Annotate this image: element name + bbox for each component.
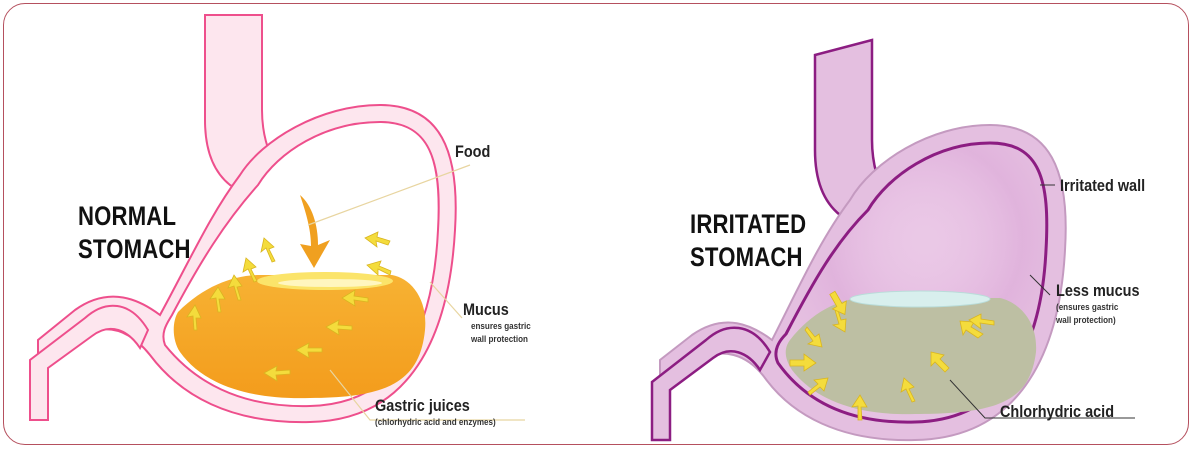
normal-title-line1: NORMAL: [78, 200, 191, 233]
irritated-stomach-title: IRRITATED STOMACH: [690, 208, 806, 274]
gastric-juices-label: Gastric juices: [375, 396, 496, 416]
normal-stomach-title: NORMAL STOMACH: [78, 200, 191, 266]
mucus-note-line1: ensures gastric: [471, 320, 531, 333]
mucus-label-group: Mucus ensures gastric wall protection: [463, 300, 533, 346]
less-mucus-label: Less mucus: [1056, 281, 1140, 301]
normal-juice-surface-highlight: [278, 279, 382, 287]
irritated-wall-label: Irritated wall: [1060, 176, 1145, 196]
mucus-label: Mucus: [463, 300, 523, 320]
less-mucus-note-line1: (ensures gastric: [1056, 301, 1140, 314]
normal-title-line2: STOMACH: [78, 233, 191, 266]
less-mucus-label-group: Less mucus (ensures gastric wall protect…: [1056, 281, 1154, 327]
mucus-note-line2: wall protection: [471, 333, 531, 346]
chlorhydric-acid-label: Chlorhydric acid: [1000, 402, 1114, 422]
less-mucus-note-line2: wall protection): [1056, 314, 1140, 327]
irritated-title-line2: STOMACH: [690, 241, 806, 274]
gastric-juices-note: (chlorhydric acid and enzymes): [375, 416, 496, 429]
irritated-title-line1: IRRITATED: [690, 208, 806, 241]
irritated-mucus-film: [850, 291, 990, 307]
gastric-juices-label-group: Gastric juices (chlorhydric acid and enz…: [375, 396, 517, 429]
normal-duodenum: [30, 306, 148, 420]
food-label: Food: [455, 142, 490, 162]
irritated-duodenum: [652, 328, 770, 440]
